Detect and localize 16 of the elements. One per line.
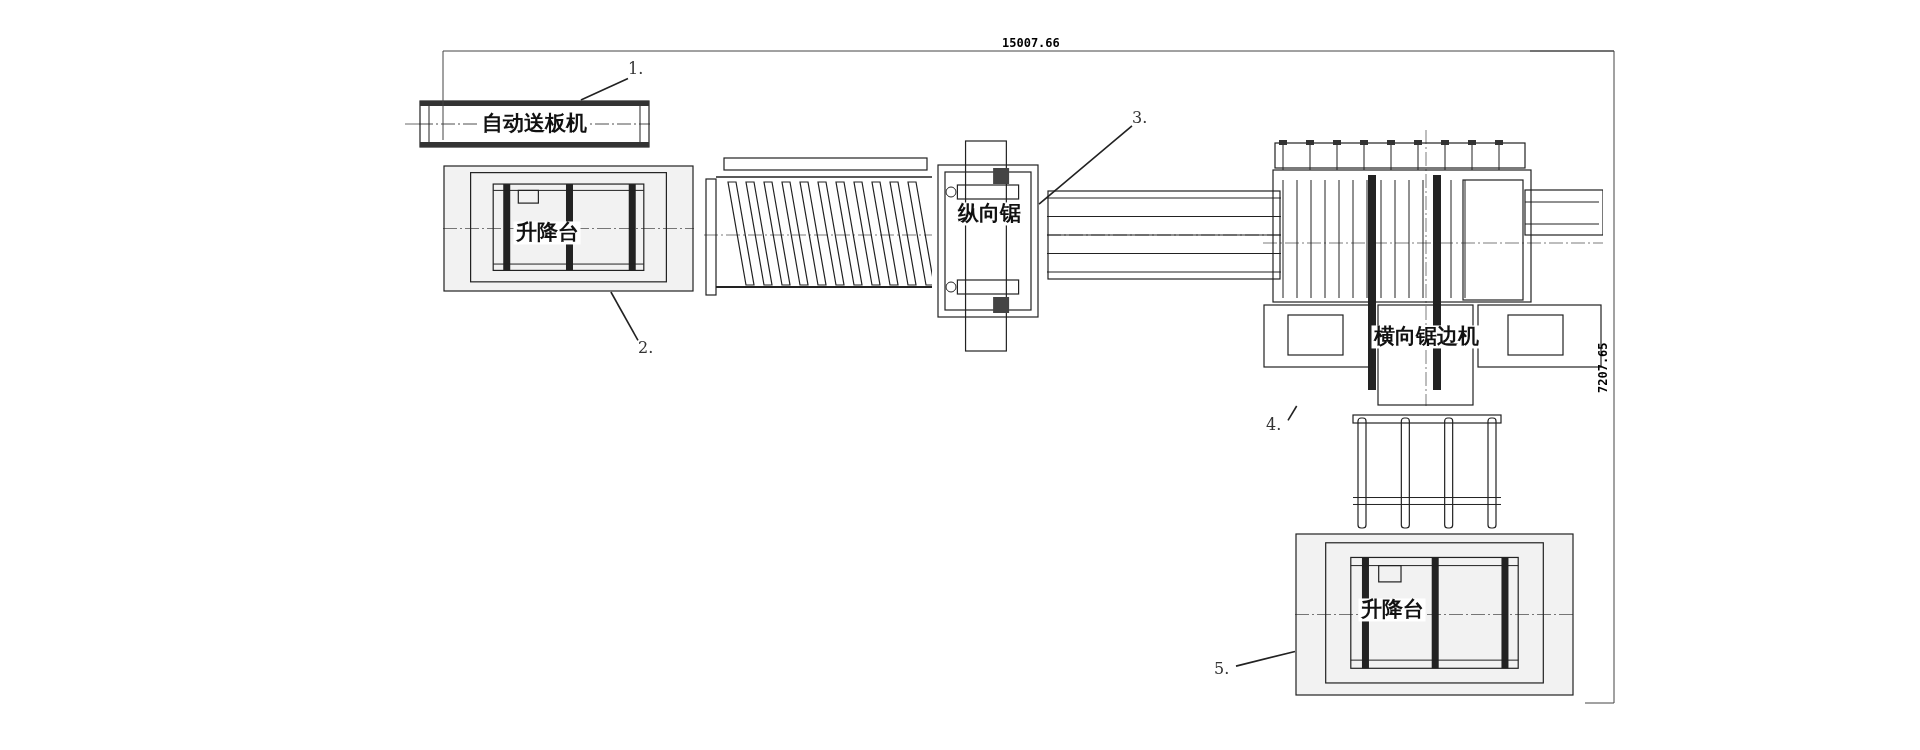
machine-label: 升降台 — [513, 221, 581, 245]
machine-label: 纵向锯 — [955, 202, 1023, 226]
leader-line — [1287, 405, 1298, 422]
callout-number: 2. — [638, 340, 660, 358]
machine-label: 升降台 — [1358, 598, 1426, 622]
leader-line — [610, 291, 639, 342]
callout-number: 3. — [1132, 110, 1154, 128]
callout-number: 5. — [1214, 661, 1236, 679]
machine-label: 自动送板机 — [479, 112, 589, 136]
dimension-label: 15007.66 — [1000, 36, 1062, 50]
leader-line — [1235, 650, 1296, 667]
machine-label: 横向锯边机 — [1371, 325, 1481, 349]
dimension-label: 7207.65 — [1596, 341, 1610, 395]
callout-number: 1. — [628, 61, 650, 79]
leader-line — [580, 77, 629, 101]
callout-number: 4. — [1266, 417, 1288, 435]
